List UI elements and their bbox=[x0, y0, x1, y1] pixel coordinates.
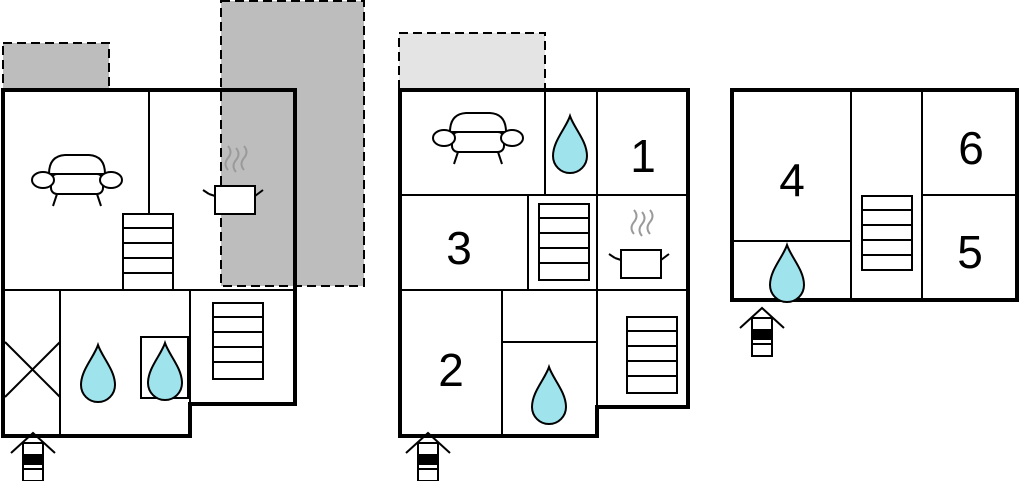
staircase-icon bbox=[861, 195, 913, 271]
floor-1 bbox=[1, 0, 365, 481]
terrace-left bbox=[2, 42, 110, 91]
water-drop-icon bbox=[531, 366, 567, 425]
staircase-icon bbox=[122, 213, 174, 291]
staircase-icon bbox=[626, 316, 678, 394]
room-number: 6 bbox=[958, 122, 984, 174]
floor-2: 1 3 2 bbox=[398, 32, 690, 481]
water-drop-icon bbox=[552, 115, 588, 174]
staircase-icon bbox=[538, 203, 590, 281]
staircase-icon bbox=[212, 302, 264, 380]
water-drop-icon bbox=[769, 244, 805, 303]
sofa-icon bbox=[31, 154, 123, 207]
terrace-right bbox=[220, 0, 365, 287]
entrance-arrow-icon bbox=[10, 432, 56, 481]
entrance-arrow-icon bbox=[739, 307, 785, 357]
water-drop-icon bbox=[80, 344, 116, 403]
room-number: 5 bbox=[957, 226, 983, 278]
room-number: 1 bbox=[630, 130, 656, 182]
entrance-arrow-icon bbox=[405, 432, 451, 481]
floor-3: 4 6 5 bbox=[730, 88, 1019, 357]
sofa-icon bbox=[432, 112, 524, 165]
room-number: 2 bbox=[438, 344, 464, 396]
terrace-floor-2 bbox=[398, 32, 546, 91]
cooking-pot-icon bbox=[608, 209, 670, 279]
water-drop-icon bbox=[147, 342, 183, 401]
room-number: 4 bbox=[779, 154, 805, 206]
room-number: 3 bbox=[446, 222, 472, 274]
